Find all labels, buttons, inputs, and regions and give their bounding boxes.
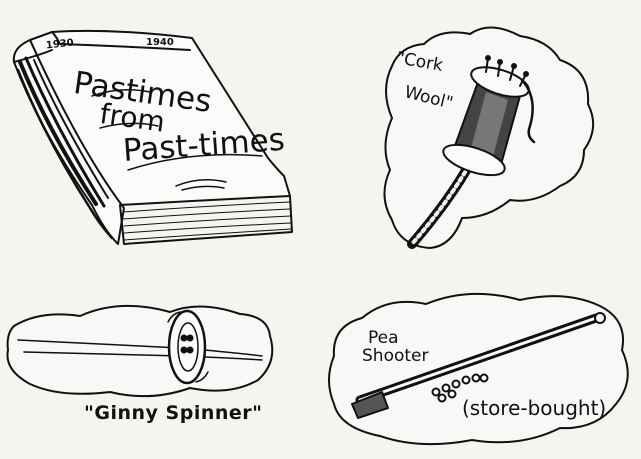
pea-shooter-label-line-1: Pea — [368, 328, 399, 348]
pea-shooter-label-line-2: Shooter — [362, 346, 429, 366]
book-year-end: 1940 — [146, 37, 174, 48]
pea-shooter-icon — [328, 292, 629, 446]
pea-shooter-note: (store-bought) — [462, 396, 607, 420]
ginny-spinner-icon — [6, 304, 274, 398]
ginny-spinner-label: "Ginny Spinner" — [84, 402, 263, 424]
cork-wool-spool-icon — [383, 26, 595, 249]
book-icon — [12, 29, 293, 245]
